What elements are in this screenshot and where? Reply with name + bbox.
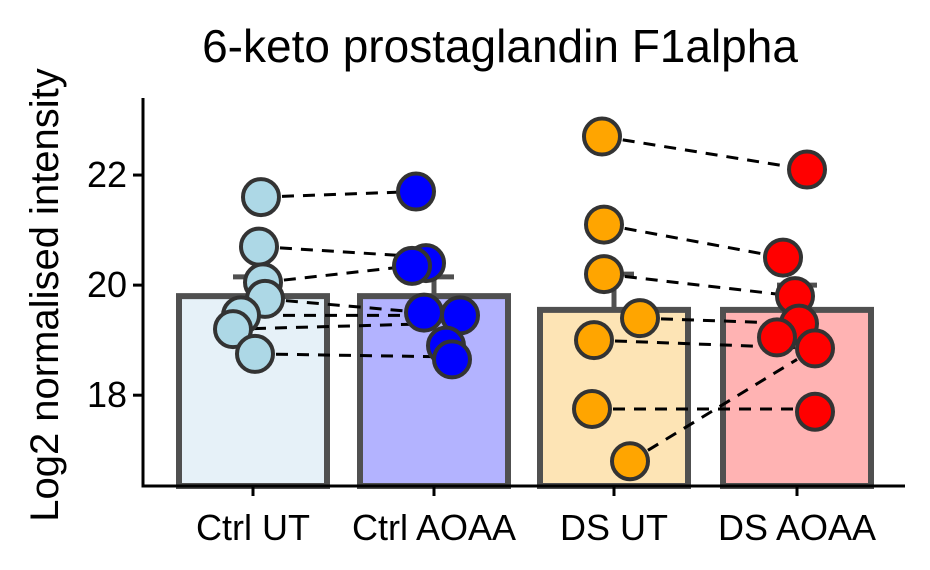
pair-line-8 bbox=[603, 223, 784, 260]
pair-line-11 bbox=[593, 338, 816, 350]
points-layer bbox=[213, 116, 835, 482]
pair-line-7 bbox=[601, 135, 808, 172]
x-tick-label-2: DS UT bbox=[560, 507, 668, 548]
point-2-0 bbox=[582, 116, 622, 157]
point-3-5 bbox=[795, 328, 835, 369]
y-tick-label-22: 22 bbox=[87, 154, 127, 195]
point-0-5 bbox=[213, 309, 253, 350]
pair-line-13 bbox=[629, 358, 798, 463]
pair-line-3 bbox=[264, 297, 425, 315]
point-2-2 bbox=[584, 254, 624, 295]
pair-line-2 bbox=[262, 264, 413, 284]
point-3-4 bbox=[757, 317, 797, 358]
point-1-3 bbox=[404, 292, 444, 333]
point-2-5 bbox=[572, 388, 612, 429]
point-3-0 bbox=[787, 149, 827, 190]
point-3-1 bbox=[763, 237, 803, 278]
pair-line-6 bbox=[254, 352, 435, 359]
point-1-6 bbox=[432, 339, 472, 380]
point-0-6 bbox=[235, 333, 275, 374]
y-tick-label-20: 20 bbox=[87, 264, 127, 305]
y-tick-label-18: 18 bbox=[87, 374, 127, 415]
x-tick-label-3: DS AOAA bbox=[718, 507, 876, 548]
x-tick-label-1: Ctrl AOAA bbox=[352, 507, 516, 548]
point-1-2 bbox=[392, 245, 432, 286]
point-2-6 bbox=[610, 441, 650, 482]
pair-line-0 bbox=[260, 190, 417, 199]
x-tick-label-0: Ctrl UT bbox=[196, 507, 310, 548]
point-0-1 bbox=[239, 226, 279, 267]
point-2-4 bbox=[574, 320, 614, 361]
y-axis-label: Log2 normalised intensity bbox=[23, 68, 67, 522]
pair-lines-layer bbox=[232, 135, 816, 463]
point-1-0 bbox=[396, 171, 436, 212]
pair-line-1 bbox=[258, 245, 435, 260]
point-2-3 bbox=[620, 298, 660, 339]
chart-title: 6-keto prostaglandin F1alpha bbox=[202, 20, 798, 72]
pair-line-9 bbox=[603, 272, 796, 298]
point-3-6 bbox=[795, 391, 835, 432]
point-0-0 bbox=[241, 177, 281, 218]
point-2-1 bbox=[584, 204, 624, 245]
